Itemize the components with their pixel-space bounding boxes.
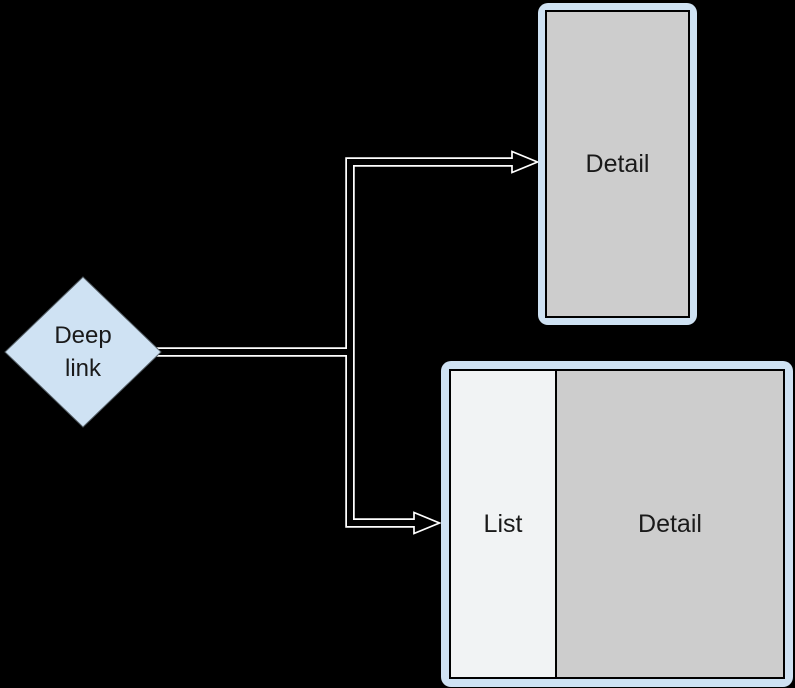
list-detail-screen-box: List Detail [441, 361, 793, 687]
detail-screen-label: Detail [585, 149, 650, 178]
arrow-shaft-branches-channel [347, 159, 517, 526]
list-pane-label: List [483, 509, 523, 538]
arrowhead-list-detail-fill [414, 512, 440, 534]
detail-screen-content: Detail [545, 10, 690, 318]
detail-screen-box: Detail [538, 3, 697, 325]
deep-link-node-label: Deep link [54, 322, 112, 382]
detail-pane: Detail [557, 371, 783, 677]
arrowhead-list-detail-icon [413, 511, 442, 535]
arrowhead-detail-fill [512, 151, 538, 173]
list-detail-screen-content: List Detail [449, 369, 785, 679]
detail-pane-label: Detail [638, 509, 702, 538]
list-pane: List [451, 371, 557, 677]
arrowhead-detail-icon [511, 150, 540, 174]
deep-link-node [4, 276, 162, 428]
